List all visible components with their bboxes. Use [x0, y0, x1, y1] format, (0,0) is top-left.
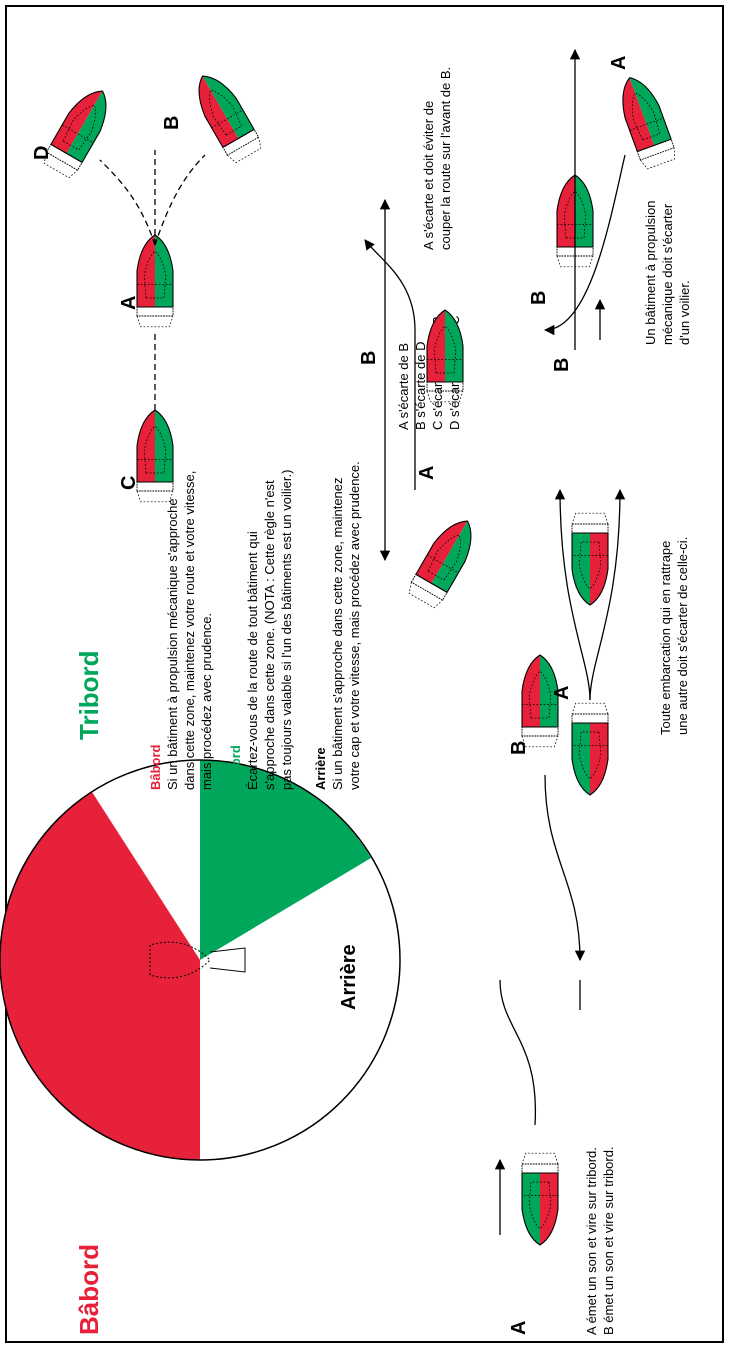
rule-port-line: dans cette zone, maintenez votre route e… [182, 471, 197, 790]
sailboat-caption: mécanique doit s'écarter [660, 203, 675, 345]
rule-port-heading: Bâbord [148, 744, 163, 790]
overtaking-boat-b [571, 512, 609, 606]
overtaking-arrow-right [589, 488, 626, 701]
overtaking-caption: une autre doit s'écarter de celle-ci. [675, 537, 690, 735]
head-on-label-b: B [508, 741, 530, 755]
priority-label-d: D [31, 146, 53, 160]
head-on-boat-a [521, 1152, 559, 1246]
sailboat-label-b: B [528, 291, 550, 305]
overtaking-boat-a [571, 702, 609, 796]
head-on-arrow-b [544, 774, 586, 962]
priority-line-ad [99, 159, 156, 246]
priority-label-b: B [161, 116, 183, 130]
priority-boat-a [136, 234, 174, 328]
crossing-boat-a [405, 511, 484, 611]
priority-boat-d [40, 81, 119, 181]
rule-starboard-line: pas toujours valable si l'un des bâtimen… [279, 470, 294, 790]
rule-starboard-line: Écartez-vous de la route de tout bâtimen… [245, 531, 260, 790]
overtaking-label-a: A [551, 686, 573, 700]
head-on-caption: B émet un son et vire sur tribord. [601, 1146, 616, 1335]
rule-port-line: mais procédez avec prudence. [199, 613, 214, 790]
starboard-sector [200, 760, 371, 960]
port-sector-label: Bâbord [74, 1244, 104, 1335]
own-boat-stern [209, 947, 246, 973]
rule-stern-line: Si un bâtiment s'approche dans cette zon… [330, 477, 345, 790]
head-on-label-a: A [508, 1321, 530, 1335]
crossing-label-b: B [358, 351, 380, 365]
priority-label-c: C [118, 476, 140, 490]
crossing-caption: A s'écarte et doit éviter de [421, 101, 436, 250]
rule-starboard-line: s'approche dans cette zone. (NOTA : Cett… [262, 480, 277, 790]
stern-sector-label: Arrière [338, 944, 360, 1010]
sector-diagram [0, 759, 401, 1161]
starboard-sector-label: Tribord [74, 650, 104, 740]
sailboat-caption: Un bâtiment à propulsion [643, 200, 658, 345]
priority-boat-c [136, 409, 174, 503]
sector-circle [0, 759, 401, 1161]
priority-boat-b [186, 66, 265, 166]
rule-stern-line: votre cap et votre vitesse, mais procéde… [347, 461, 362, 790]
own-boat-outline [149, 941, 211, 979]
crossing-caption: couper la route sur l'avant de B. [438, 67, 453, 250]
priority-label-a: A [118, 296, 140, 310]
crossing-arrow-a [364, 239, 416, 490]
sailboat-arrow-a [543, 154, 626, 336]
overtaking-arrow-left [554, 488, 591, 701]
sailboat-caption: d'un voilier. [677, 280, 692, 345]
priority-line-ab [154, 154, 206, 246]
rule-stern-heading: Arrière [313, 747, 328, 790]
overtaking-caption: Toute embarcation qui en rattrape [658, 541, 673, 735]
overtaking-label-b: B [551, 358, 573, 372]
port-sector-main [0, 792, 201, 1130]
sailboat-label-a: A [608, 56, 630, 70]
head-on-caption: A émet un son et vire sur tribord. [584, 1147, 599, 1335]
sailboat-boat-a [612, 71, 679, 171]
rule-starboard-heading: Tribord [228, 745, 243, 790]
page-frame [5, 5, 724, 1343]
crossing-label-a: A [416, 466, 438, 480]
priority-caption: B s'écarte de D [413, 342, 428, 430]
rule-port-line: Si un bâtiment à propulsion mécanique s'… [165, 498, 180, 790]
head-on-arrow-a [499, 979, 537, 1126]
priority-caption: A s'écarte de B [396, 343, 411, 430]
